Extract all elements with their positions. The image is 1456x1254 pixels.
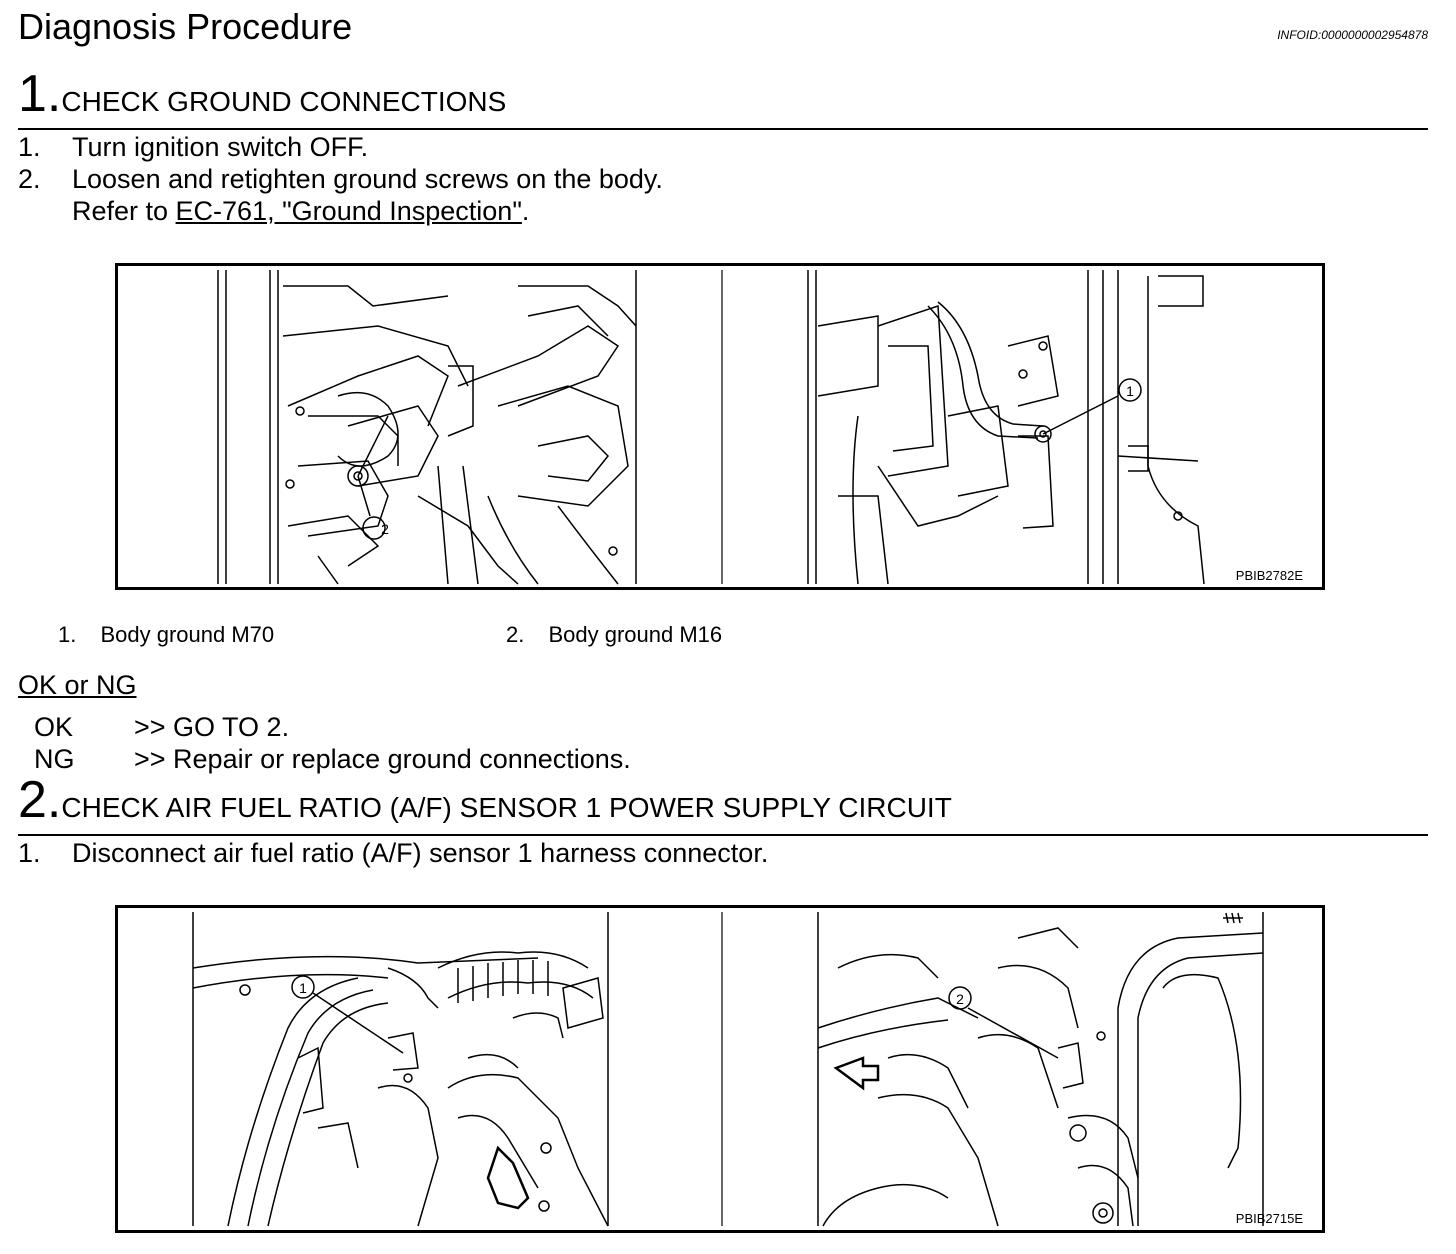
- step-1-heading: 1.CHECK GROUND CONNECTIONS: [18, 68, 506, 120]
- step-1-item-1: 1. Turn ignition switch OFF.: [18, 132, 918, 164]
- step-1-number: 1.: [18, 65, 62, 123]
- legend-number: 2.: [506, 622, 525, 647]
- legend-item-2: 2. Body ground M16: [506, 622, 722, 648]
- step-2-item-1: 1. Disconnect air fuel ratio (A/F) senso…: [18, 838, 918, 870]
- af-sensor-connector-illustration: 1 2 PBIB2715E: [192, 912, 1304, 1227]
- step-2-title: CHECK AIR FUEL RATIO (A/F) SENSOR 1 POWE…: [61, 792, 952, 823]
- legend-number: 1.: [58, 622, 77, 647]
- step-2-divider: [18, 834, 1428, 836]
- page-title: Diagnosis Procedure: [18, 6, 353, 47]
- info-id: INFOID:0000000002954878: [1277, 28, 1428, 42]
- legend-text: Body ground M70: [100, 622, 275, 647]
- step-1-refer: Refer to EC-761, "Ground Inspection".: [72, 196, 529, 227]
- result-key: OK: [34, 712, 74, 742]
- callout-2: 2: [381, 521, 389, 537]
- callout-1: 1: [1126, 383, 1134, 399]
- step-2-heading: 2.CHECK AIR FUEL RATIO (A/F) SENSOR 1 PO…: [18, 774, 952, 826]
- result-text: >> GO TO 2.: [134, 712, 290, 742]
- refer-prefix: Refer to: [72, 196, 176, 226]
- result-text: >> Repair or replace ground connections.: [134, 744, 631, 774]
- step-1-item-2: 2. Loosen and retighten ground screws on…: [18, 164, 918, 196]
- af-sensor-connector-figure: 1 2 PBIB2715E: [115, 905, 1325, 1233]
- ground-connections-figure: 2 1 PBIB2782E: [115, 263, 1325, 590]
- result-key: NG: [34, 744, 75, 774]
- item-number: 1.: [18, 132, 41, 162]
- item-text: Turn ignition switch OFF.: [72, 132, 369, 162]
- result-title: OK or NG: [18, 670, 137, 700]
- legend-item-1: 1. Body ground M70: [58, 622, 274, 648]
- callout-1: 1: [299, 980, 307, 996]
- result-ng: NG >> Repair or replace ground connection…: [34, 744, 631, 775]
- item-text: Disconnect air fuel ratio (A/F) sensor 1…: [72, 838, 769, 868]
- legend-text: Body ground M16: [548, 622, 723, 647]
- figure-code: PBIB2782E: [1236, 568, 1304, 583]
- callout-2: 2: [956, 991, 964, 1007]
- figure-code: PBIB2715E: [1236, 1211, 1304, 1226]
- refer-suffix: .: [521, 196, 530, 226]
- result-ok: OK >> GO TO 2.: [34, 712, 289, 743]
- step-1-divider: [18, 128, 1428, 130]
- item-number: 2.: [18, 164, 41, 194]
- step-1-title: CHECK GROUND CONNECTIONS: [61, 86, 507, 117]
- item-number: 1.: [18, 838, 41, 868]
- item-text: Loosen and retighten ground screws on th…: [72, 164, 663, 194]
- step-2-number: 2.: [18, 771, 62, 829]
- ground-connections-illustration: 2 1 PBIB2782E: [217, 270, 1304, 585]
- ground-inspection-link[interactable]: EC-761, "Ground Inspection": [175, 196, 522, 226]
